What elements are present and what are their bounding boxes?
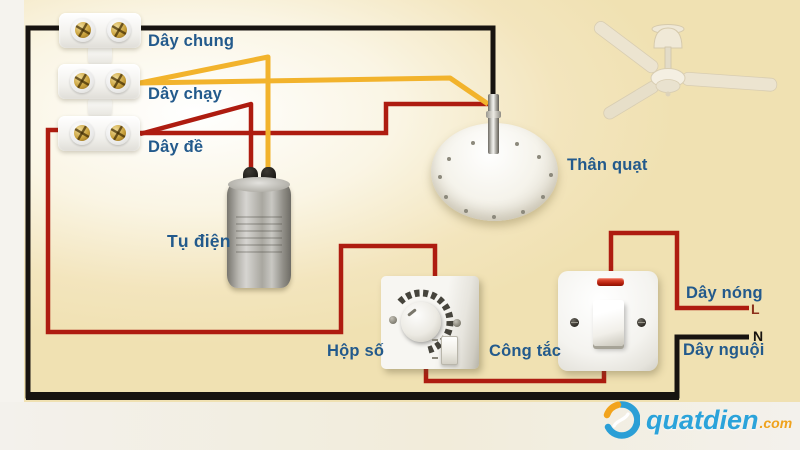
label-capacitor: Tụ điện — [167, 231, 231, 251]
screw-icon — [389, 316, 397, 324]
terminal-connector-tab — [88, 98, 112, 116]
wall-switch — [558, 271, 658, 371]
indicator-light — [597, 278, 624, 286]
screw-icon — [70, 69, 94, 93]
label-hot-wire: Dây nóng — [686, 284, 763, 302]
terminal-block-run — [58, 64, 140, 99]
terminal-block-start — [58, 116, 140, 151]
screw-icon — [453, 319, 461, 327]
wire-hot-start-terminal-to-fan — [140, 101, 489, 136]
label-run-wire: Dây chạy — [148, 85, 223, 103]
wire-run-terminal-to-fan — [139, 75, 490, 107]
fan-canopy — [653, 27, 683, 49]
screw-icon — [570, 318, 579, 327]
screw-icon — [106, 69, 130, 93]
wire-hot-supply-to-switch — [608, 230, 749, 311]
ceiling-fan-image — [593, 21, 778, 120]
fan-blade — [681, 71, 778, 92]
label-neutral-wire: Dây nguội — [683, 341, 765, 359]
screw-icon — [71, 18, 95, 42]
background-left-strip — [0, 0, 24, 402]
switch-rocker — [593, 300, 624, 346]
label-switch: Công tắc — [489, 342, 562, 360]
motor-shaft — [486, 94, 501, 154]
wire-run-terminal-to-capacitor — [139, 54, 271, 176]
wire-hot-controller-to-start-terminal — [45, 127, 438, 335]
fan-blade — [603, 80, 659, 120]
label-speed-box: Hộp số — [327, 342, 385, 360]
marker-live: L — [751, 301, 760, 317]
screw-icon — [637, 318, 646, 327]
dial-mark — [432, 357, 438, 359]
terminal-connector-tab — [88, 46, 112, 64]
logo-tld: .com — [759, 415, 793, 431]
speed-knob — [401, 302, 441, 342]
screw-icon — [70, 121, 94, 145]
label-fan-body: Thân quạt — [567, 156, 648, 174]
logo-text: quatdien — [646, 405, 759, 435]
background-bottom-strip — [0, 402, 800, 450]
terminal-block-common — [59, 13, 141, 48]
screw-icon — [107, 18, 131, 42]
speed-controller — [381, 276, 479, 369]
wire-hot-switch-to-controller — [423, 366, 607, 384]
label-start-wire: Dây đề — [148, 138, 204, 156]
screw-icon — [106, 121, 130, 145]
label-common-wire: Dây chung — [148, 32, 235, 50]
fan-blade — [593, 21, 659, 74]
swirl-logo-icon — [603, 401, 640, 439]
capacitor — [227, 177, 291, 288]
controller-switch — [441, 336, 458, 365]
wire-hot-start-terminal-to-capacitor — [139, 101, 254, 176]
dial-mark — [432, 339, 438, 341]
site-logo: quatdien .com — [602, 401, 792, 439]
marker-neutral: N — [753, 328, 764, 344]
